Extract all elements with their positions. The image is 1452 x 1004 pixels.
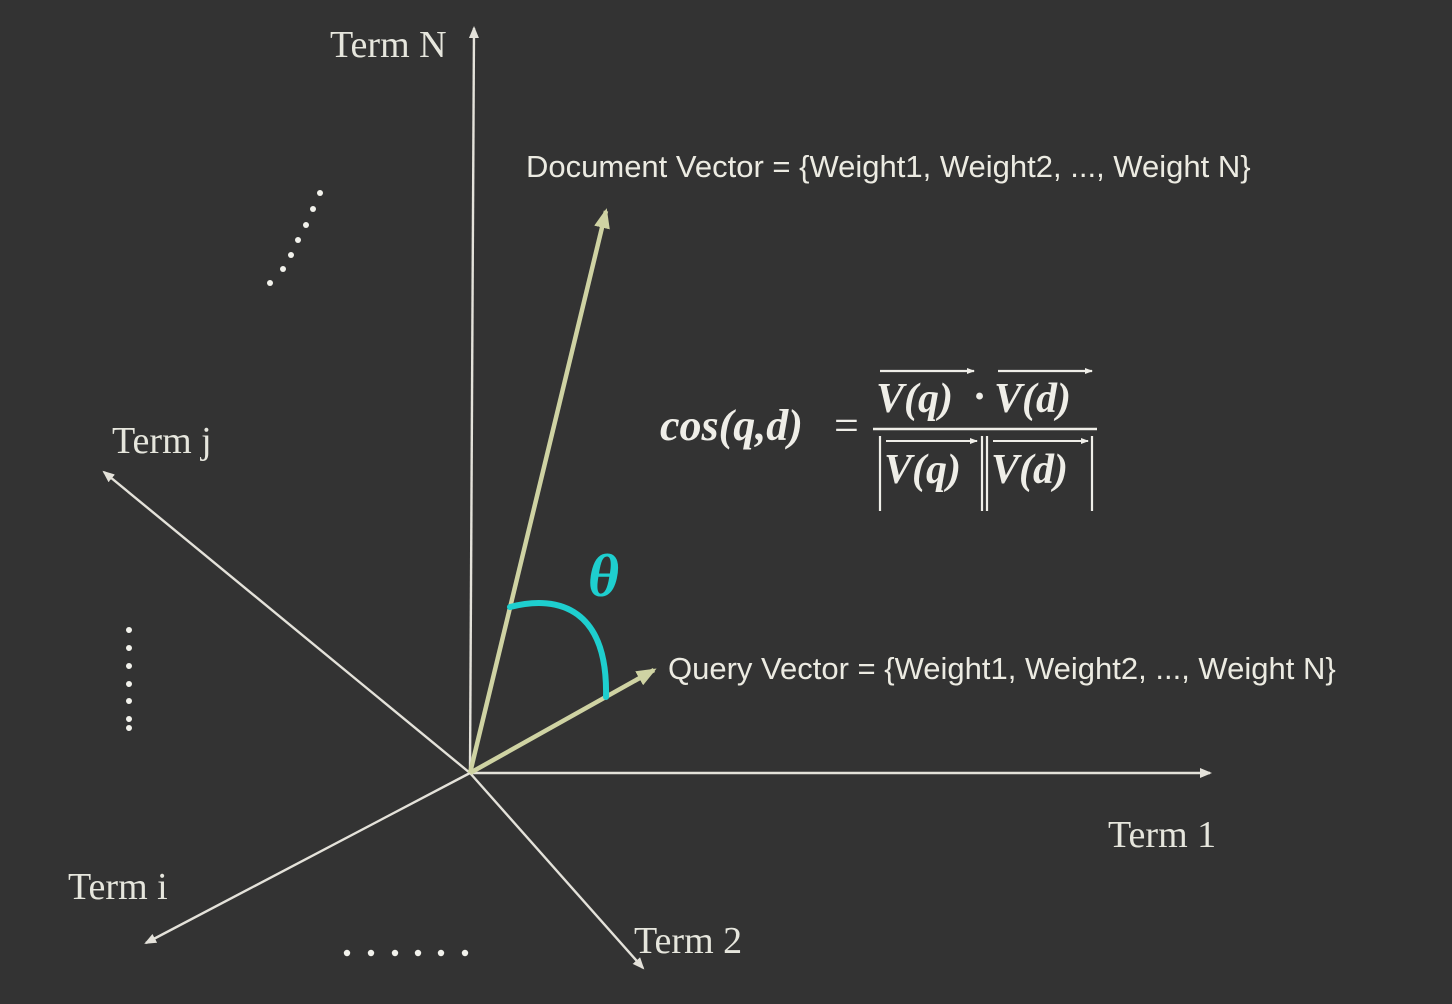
formula-denominator-d: V(d) [991, 447, 1068, 493]
formula-dot: · [974, 374, 985, 420]
formula-numerator-d: V(d) [994, 376, 1071, 422]
vectors [467, 208, 657, 775]
ellipsis-dots-vertical [126, 627, 132, 731]
label-term-2: Term 2 [634, 920, 742, 962]
axis-term-n [468, 26, 479, 774]
formula-numerator-q: V(q) [876, 376, 953, 422]
ellipsis-dots-diagonal [267, 190, 323, 286]
theta-symbol: θ [588, 543, 619, 609]
ellipsis-dots-horizontal [343, 949, 469, 957]
query-vector-label: Query Vector = {Weight1, Weight2, ..., W… [668, 651, 1336, 686]
document-vector-arrow [467, 208, 610, 774]
label-term-i: Term i [68, 866, 168, 908]
query-vector-arrow [468, 668, 657, 775]
formula-lhs: cos(q,d) [660, 401, 803, 450]
axis-term-j [102, 470, 471, 774]
formula-equals: = [834, 401, 859, 450]
axes [102, 26, 1212, 970]
document-vector-label: Document Vector = {Weight1, Weight2, ...… [526, 149, 1251, 184]
label-term-n: Term N [330, 24, 447, 66]
formula-denominator-q: V(q) [884, 447, 961, 493]
axis-term-2 [469, 772, 645, 970]
axis-term-i [144, 771, 471, 945]
label-term-j: Term j [112, 420, 212, 462]
angle-arc [507, 600, 610, 700]
label-term-1: Term 1 [1108, 814, 1216, 856]
cosine-formula: cos(q,d) = V(q) · V(d) V(q) V(d) [660, 368, 1097, 511]
